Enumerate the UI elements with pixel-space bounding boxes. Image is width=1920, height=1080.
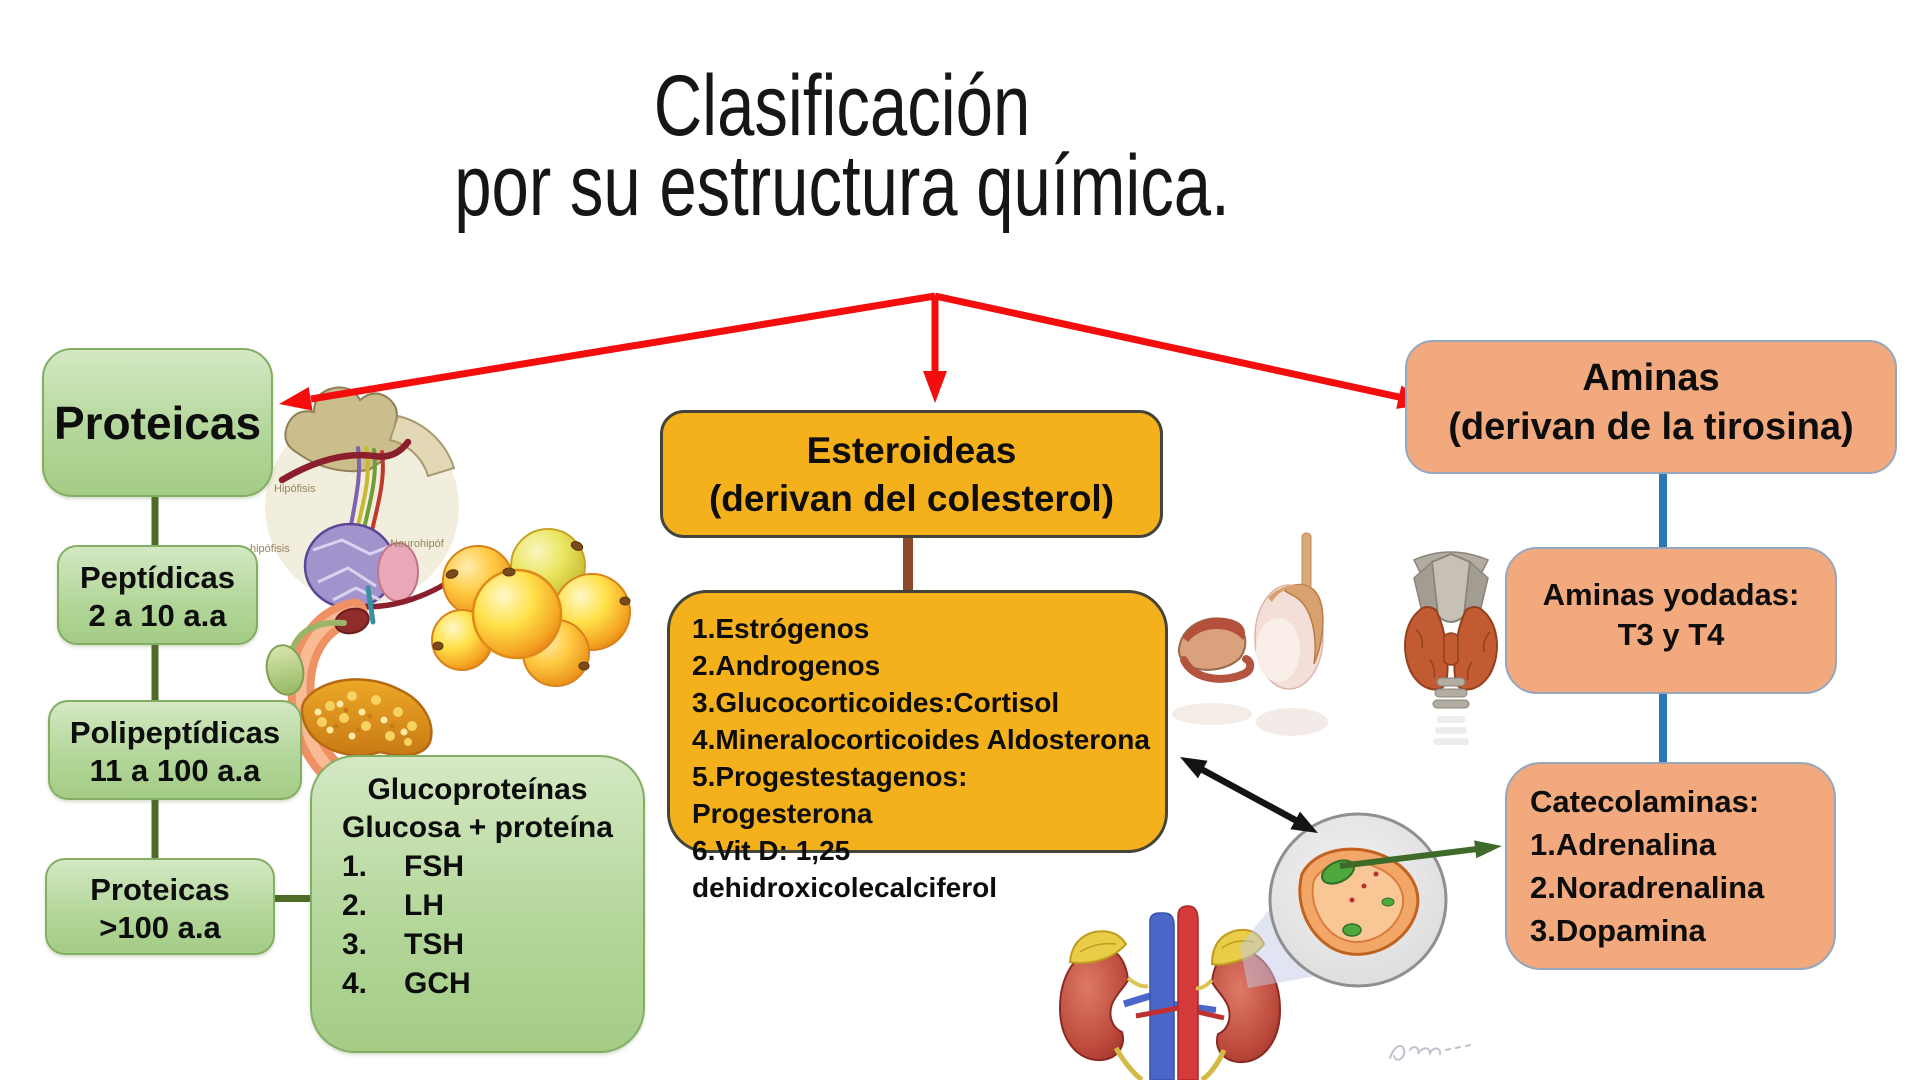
glucoproteinas-item: 2. LH [312, 886, 643, 925]
pancreas-islet-magnifier [1268, 812, 1448, 988]
esteroideas-item: 3.Glucocorticoides:Cortisol [692, 687, 1060, 718]
organ-reflections [1172, 703, 1469, 745]
item-label: GCH [404, 967, 471, 1000]
box-proteicas: Proteicas [42, 348, 273, 497]
red-branch-arrows [279, 292, 1430, 411]
catecolaminas-item: 3.Dopamina [1530, 913, 1706, 948]
box-aminas-yodadas: Aminas yodadas: T3 y T4 [1505, 547, 1837, 694]
catecolaminas-title: Catecolaminas: [1530, 784, 1760, 819]
esteroideas-item: 4.Mineralocorticoides Aldosterona [692, 724, 1150, 755]
aminas-yodadas-line-1: Aminas yodadas: [1542, 577, 1800, 612]
peptidicas-line-1: Peptídicas [79, 560, 236, 595]
item-label: FSH [404, 850, 464, 883]
esteroideas-item: 2.Androgenos [692, 650, 881, 681]
aminas-line-2: (derivan de la tirosina) [1448, 406, 1854, 448]
ovary-illustration [1177, 617, 1255, 683]
esteroideas-item: 6.Vit D: 1,25 dehidroxicolecalciferol [692, 835, 997, 903]
green-islet-arrow [1339, 840, 1502, 869]
pituitary-label-neurohipofisis: Neurohipóf [390, 538, 445, 550]
black-double-arrow [1180, 757, 1318, 833]
box-esteroideas-list: 1.Estrógenos 2.Androgenos 3.Glucocortico… [667, 590, 1168, 903]
proteicas-label: Proteicas [53, 396, 262, 449]
polipeptidicas-line-1: Polipeptídicas [69, 715, 281, 750]
esteroideas-line-2: (derivan del colesterol) [708, 478, 1115, 519]
esteroideas-item: 5.Progestestagenos: Progesterona [692, 761, 968, 829]
polipeptidicas-line-2: 11 a 100 a.a [89, 753, 261, 788]
box-polipeptidicas: Polipeptídicas 11 a 100 a.a [48, 700, 302, 800]
box-aminas: Aminas (derivan de la tirosina) [1405, 340, 1897, 474]
title-line-2: por su estructura química. [454, 138, 1230, 234]
box-esteroideas: Esteroideas (derivan del colesterol) [660, 410, 1163, 538]
pituitary-label-hipofisis: Hipófisis [274, 483, 316, 495]
page-title: Clasificación por su estructura química. [312, 58, 1373, 234]
item-number: 3. [342, 928, 368, 961]
testis-illustration [1254, 532, 1324, 690]
aminas-yodadas-line-2: T3 y T4 [1617, 617, 1725, 652]
catecolaminas-item: 1.Adrenalina [1530, 827, 1717, 862]
aminas-line-1: Aminas [1582, 357, 1720, 399]
item-number: 2. [342, 889, 368, 922]
catecolaminas-item: 2.Noradrenalina [1530, 870, 1765, 905]
item-number: 1. [342, 850, 368, 883]
box-peptidicas: Peptídicas 2 a 10 a.a [57, 545, 258, 645]
peptidicas-line-2: 2 a 10 a.a [88, 598, 227, 633]
pituitary-label-adenohipofisis: hipófisis [250, 543, 290, 555]
kidneys-adrenals-illustration [1058, 905, 1282, 1080]
glucoproteinas-title: Glucoproteínas [367, 773, 588, 806]
proteicas-100-line-2: >100 a.a [99, 910, 221, 945]
box-catecolaminas: Catecolaminas: 1.Adrenalina 2.Noradrenal… [1505, 762, 1836, 970]
glucoproteinas-subtitle: Glucosa + proteína [342, 811, 613, 844]
pituitary-gland-illustration: Hipófisis hipófisis Neurohipóf [250, 386, 469, 625]
signature-squiggle [1389, 1044, 1471, 1061]
glucoproteinas-item: 4. GCH [312, 964, 643, 1003]
item-label: TSH [404, 928, 464, 961]
title-line-1: Clasificación [653, 58, 1031, 154]
glucoproteinas-item: 1. FSH [312, 847, 643, 886]
proteicas-100-line-1: Proteicas [90, 872, 230, 907]
thyroid-illustration [1404, 551, 1498, 709]
fat-cells-illustration [431, 528, 631, 687]
box-glucoproteinas: Glucoproteínas Glucosa + proteína 1. FSH… [310, 755, 645, 1053]
connector-lines [151, 473, 1667, 902]
esteroideas-line-1: Esteroideas [806, 430, 1017, 471]
box-proteicas-100: Proteicas >100 a.a [45, 858, 275, 955]
glucoproteinas-item: 3. TSH [312, 925, 643, 964]
esteroideas-item: 1.Estrógenos [692, 613, 870, 644]
item-label: LH [404, 889, 444, 922]
item-number: 4. [342, 967, 368, 1000]
